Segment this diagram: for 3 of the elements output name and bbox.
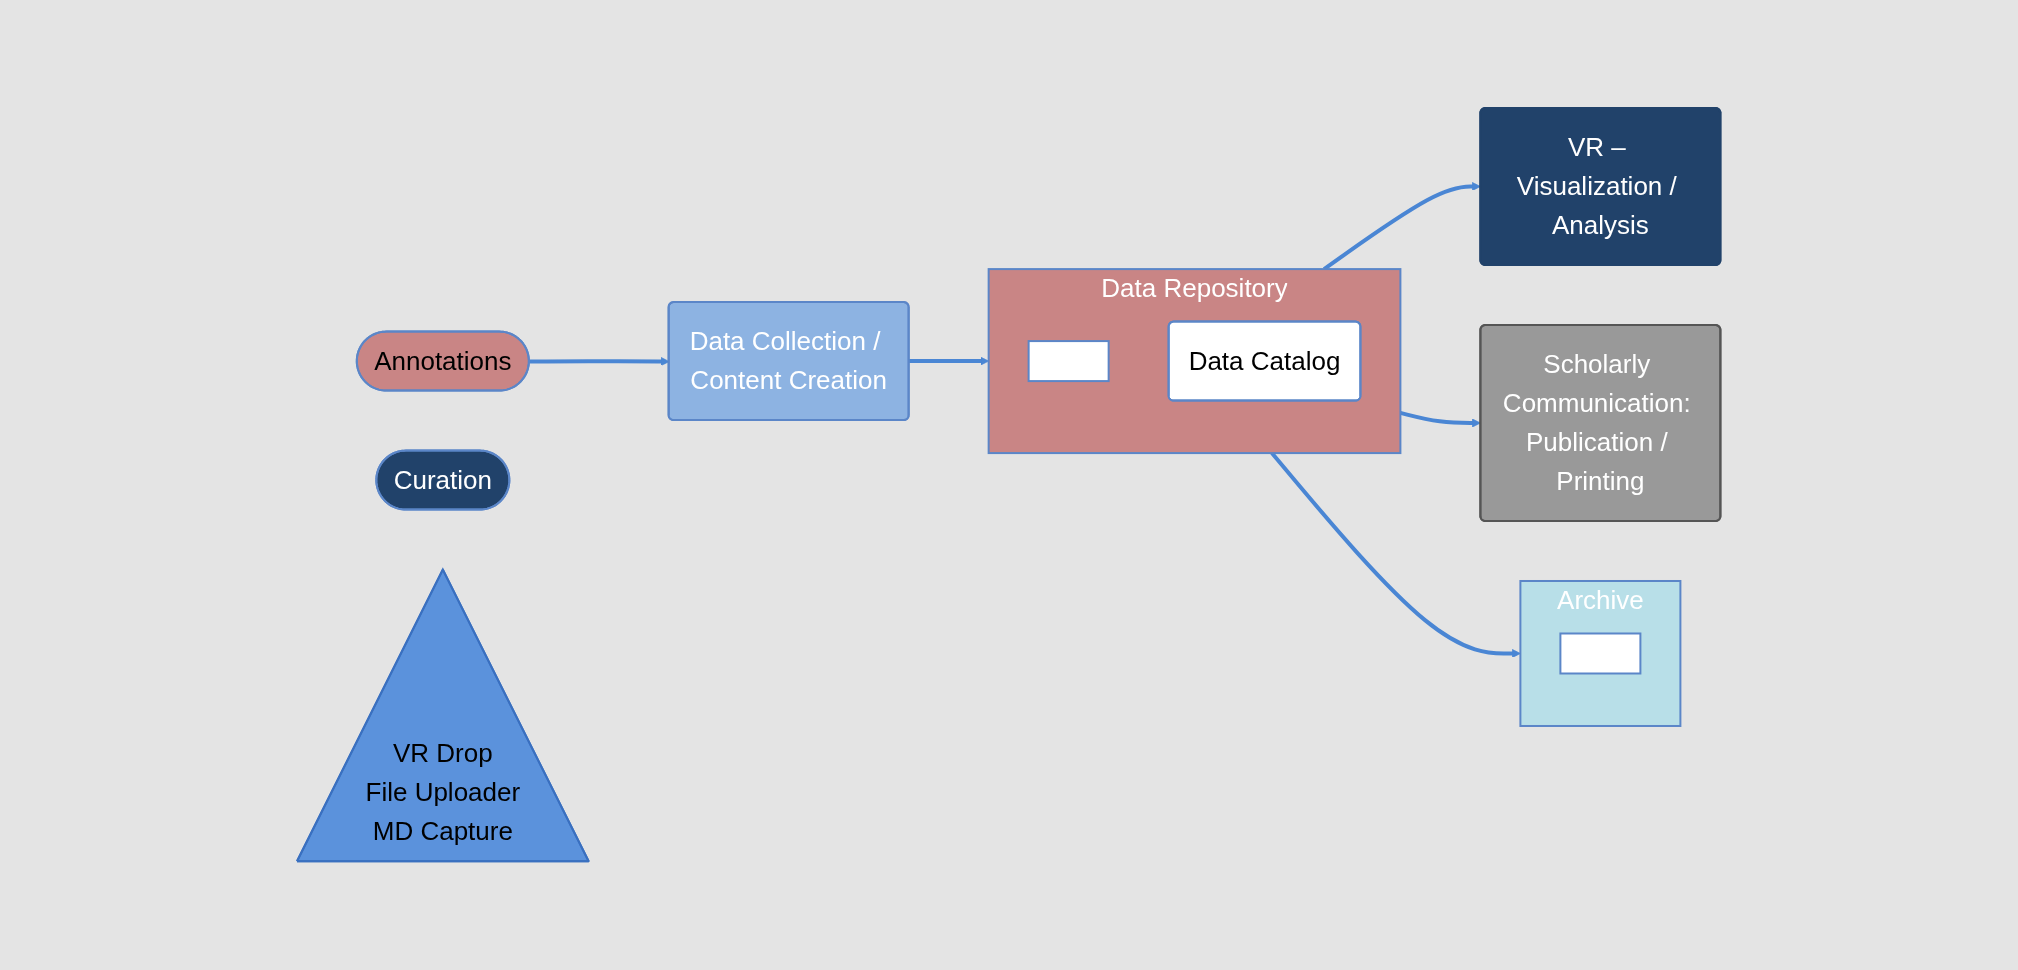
cluster: Archive xyxy=(1519,580,1682,728)
node-box xyxy=(1559,632,1642,675)
node-box xyxy=(1027,340,1110,383)
